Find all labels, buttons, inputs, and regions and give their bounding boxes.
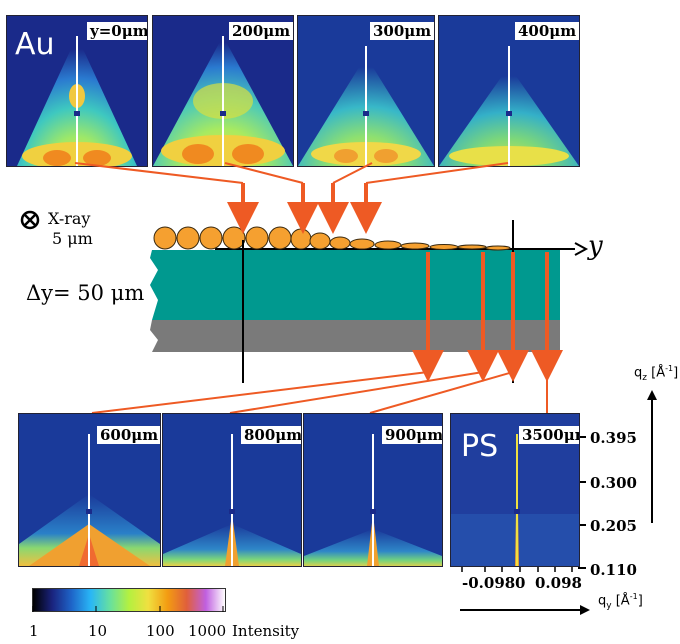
- qz-unit: [Å: [651, 365, 666, 381]
- detector-image-900um: 900μm: [303, 413, 443, 567]
- detector-image-600um: 600μm: [18, 413, 161, 567]
- step-size-label: Δy= 50 μm: [26, 281, 145, 305]
- position-label-300um: 300μm: [370, 22, 434, 40]
- qy-unit: [Å: [615, 593, 630, 609]
- detector-image-300um: 300μm: [297, 15, 435, 167]
- qz-unit-close: ]: [673, 365, 679, 381]
- position-label-200um: 200μm: [229, 22, 293, 40]
- polymer-substrate: [150, 250, 560, 320]
- detector-image-200um: 200μm: [152, 15, 294, 167]
- scattering-pattern-3500um: [451, 414, 579, 566]
- qz-subscript: z: [642, 372, 647, 383]
- detector-image-3500um: PS 3500μm: [450, 413, 580, 567]
- scattering-pattern-200um: [153, 16, 293, 166]
- qz-symbol: q: [634, 365, 643, 381]
- scattering-pattern-900um: [304, 414, 442, 566]
- qz-tick-0395: 0.395: [590, 429, 637, 447]
- detector-image-0um: Au y=0μm: [6, 15, 148, 167]
- qy-subscript: y: [606, 600, 612, 611]
- qy-tick-pos: 0.098: [535, 574, 582, 592]
- qy-symbol: q: [598, 593, 607, 609]
- top-probe-arrows: [227, 183, 382, 234]
- qy-unit-close: ]: [637, 593, 643, 609]
- nanoparticle-layer: [153, 226, 511, 251]
- qy-axis-label: qy [Å-1]: [598, 592, 643, 611]
- qy-exponent: -1: [629, 592, 638, 601]
- polystyrene-label: PS: [461, 429, 499, 464]
- y-axis-arrowhead: [574, 242, 589, 256]
- colorbar-label: Intensity: [232, 622, 300, 640]
- detector-image-800um: 800μm: [162, 413, 302, 567]
- scattering-pattern-0um: [7, 16, 147, 166]
- qy-tick-neg: -0.098: [462, 574, 516, 592]
- bottom-probe-arrows: [412, 252, 563, 382]
- xray-direction-icon: [20, 210, 40, 230]
- gold-label: Au: [15, 27, 55, 62]
- beam-size-label: 5 μm: [52, 229, 93, 248]
- position-label-600um: 600μm: [97, 426, 160, 444]
- detector-image-400um: 400μm: [438, 15, 580, 167]
- colorbar-tick-10: 10: [88, 622, 108, 640]
- scattering-pattern-300um: [298, 16, 434, 166]
- qz-tick-0300: 0.300: [590, 474, 637, 492]
- scattering-pattern-400um: [439, 16, 579, 166]
- xray-label: X-ray: [48, 209, 91, 228]
- position-label-400um: 400μm: [515, 22, 579, 40]
- y-axis-label: y: [588, 231, 603, 261]
- colorbar-tick-1: 1: [29, 622, 39, 640]
- position-label-800um: 800μm: [241, 426, 301, 444]
- position-label-900um: 900μm: [382, 426, 442, 444]
- qz-tick-0205: 0.205: [590, 517, 637, 535]
- intensity-colorbar: [32, 588, 226, 612]
- position-label-0um: y=0μm: [87, 22, 147, 40]
- colorbar-ticks: [32, 606, 224, 612]
- qz-axis-label: qz [Å-1]: [634, 364, 678, 383]
- colorbar-tick-1000: 1000: [188, 622, 227, 640]
- qz-exponent: -1: [665, 364, 674, 373]
- silicon-substrate: [150, 320, 560, 352]
- colorbar-tick-100: 100: [146, 622, 175, 640]
- qz-tick-0110: 0.110: [590, 561, 637, 579]
- position-label-3500um: 3500μm: [519, 426, 579, 444]
- qy-tick-zero: 0: [515, 574, 526, 592]
